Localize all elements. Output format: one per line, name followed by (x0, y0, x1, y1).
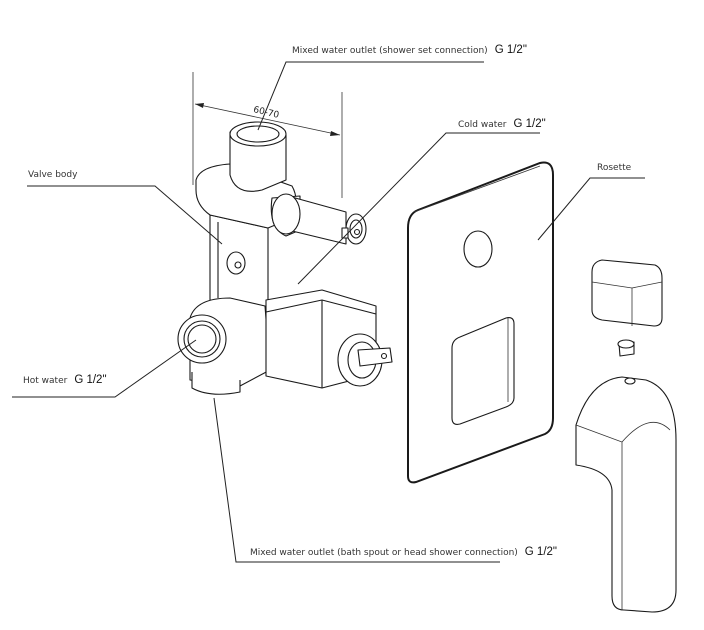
label-text: Rosette (597, 163, 632, 173)
lever-handle (575, 376, 677, 613)
label-cold-water: Cold water G 1/2" (458, 118, 546, 130)
dimension-60-70 (192, 72, 343, 198)
label-valve-body: Valve body (28, 170, 77, 180)
label-hot-water: Hot water G 1/2" (23, 374, 107, 386)
label-text: Mixed water outlet (bath spout or head s… (250, 548, 518, 558)
label-text: Mixed water outlet (shower set connectio… (292, 46, 488, 56)
label-text: Valve body (28, 170, 78, 180)
cap (591, 259, 663, 327)
thread-size: G 1/2" (494, 44, 527, 56)
label-text: Cold water (458, 120, 507, 130)
leader-lines (12, 61, 645, 563)
label-rosette: Rosette (597, 163, 631, 173)
label-text: Hot water (23, 376, 68, 386)
thread-size: G 1/2" (524, 546, 558, 558)
thread-size: G 1/2" (513, 118, 546, 130)
label-mixed-outlet-shower: Mixed water outlet (shower set connectio… (292, 44, 527, 56)
thread-size: G 1/2" (74, 374, 107, 386)
label-mixed-outlet-bath: Mixed water outlet (bath spout or head s… (250, 546, 557, 558)
rosette-plate (407, 161, 554, 484)
valve-body (177, 121, 393, 395)
screw (617, 339, 635, 357)
